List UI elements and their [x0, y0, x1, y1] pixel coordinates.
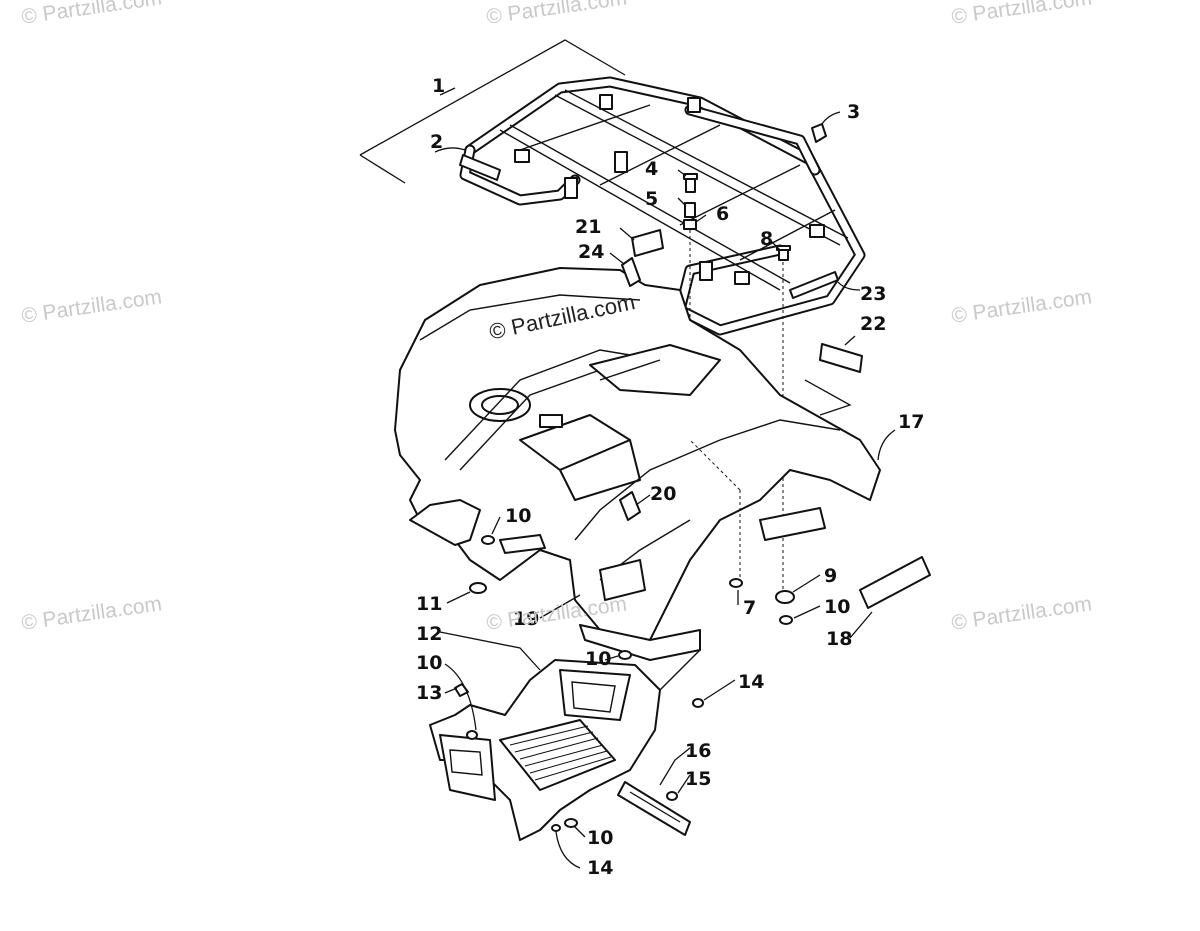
footwell [429, 649, 704, 841]
callout-label: 10 [416, 652, 442, 674]
callout-label: 10 [587, 827, 613, 849]
callout-label: 23 [860, 283, 886, 305]
callout-label: 4 [645, 158, 658, 180]
callout-label: 3 [847, 101, 860, 123]
callout-label: 10 [505, 505, 531, 527]
callout-label: 12 [416, 623, 442, 645]
callout-label: 1 [432, 75, 445, 97]
callout-label: 17 [898, 411, 924, 433]
callout-labels: 1 2 3 4 5 6 21 24 8 23 22 17 20 10 11 19… [416, 75, 924, 879]
callout-label: 18 [826, 628, 852, 650]
callout-label: 7 [743, 597, 756, 619]
assembly-bracket [359, 39, 626, 184]
callout-label: 19 [513, 608, 539, 630]
rear-rack [459, 76, 866, 336]
footwell-tread [509, 725, 612, 781]
callout-label: 6 [716, 203, 729, 225]
step-plate [617, 781, 691, 836]
callout-label: 13 [416, 682, 442, 704]
callout-label: 14 [587, 857, 613, 879]
leader-lines [434, 111, 896, 869]
callout-label: 24 [578, 241, 604, 263]
callout-label: 10 [824, 596, 850, 618]
fender-hardware [469, 535, 795, 660]
callout-label: 9 [824, 565, 837, 587]
callout-label: 11 [416, 593, 442, 615]
callout-label: 8 [760, 228, 773, 250]
callout-label: 10 [585, 648, 611, 670]
callout-label: 22 [860, 313, 886, 335]
callout-label: 15 [685, 768, 711, 790]
callout-label: 16 [685, 740, 711, 762]
callout-label: 21 [575, 216, 601, 238]
rear-fender [394, 267, 881, 661]
callout-label: 20 [650, 483, 676, 505]
decals [621, 229, 931, 609]
callout-label: 2 [430, 131, 443, 153]
callout-label: 14 [738, 671, 764, 693]
callout-label: 5 [645, 188, 658, 210]
